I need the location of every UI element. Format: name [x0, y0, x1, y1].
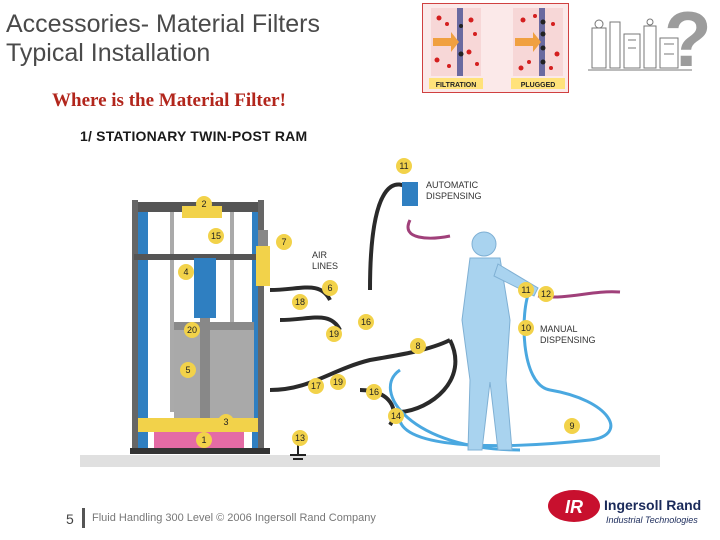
- callout-8: 8: [410, 338, 426, 354]
- svg-text:IR: IR: [565, 497, 583, 517]
- slide-title: Accessories- Material Filters Typical In…: [6, 10, 320, 68]
- callout-12: 12: [538, 286, 554, 302]
- callout-7: 7: [276, 234, 292, 250]
- callout-3: 3: [218, 414, 234, 430]
- page-number: 5: [66, 511, 74, 527]
- callout-14: 14: [388, 408, 404, 424]
- svg-text:7: 7: [281, 237, 286, 247]
- svg-text:19: 19: [333, 377, 343, 387]
- callout-2: 2: [196, 196, 212, 212]
- svg-text:12: 12: [541, 289, 551, 299]
- plugged-label: PLUGGED: [521, 82, 556, 89]
- title-line-2: Typical Installation: [6, 39, 211, 67]
- callout-9: 9: [564, 418, 580, 434]
- equipment-sketch-image: [588, 18, 692, 71]
- air-hoses: [388, 289, 613, 452]
- callout-5: 5: [180, 362, 196, 378]
- svg-text:11: 11: [521, 285, 530, 295]
- callout-6: 6: [322, 280, 338, 296]
- svg-text:15: 15: [211, 231, 221, 241]
- callout-19-lower: 19: [330, 374, 346, 390]
- svg-text:1: 1: [201, 435, 206, 445]
- svg-text:8: 8: [415, 341, 420, 351]
- slide-subtitle: Where is the Material Filter!: [52, 90, 286, 111]
- installation-diagram: AUTOMATIC DISPENSING AIR LINES MANUAL DI…: [80, 158, 660, 467]
- filtration-label: FILTRATION: [436, 82, 477, 89]
- svg-text:2: 2: [201, 199, 206, 209]
- twin-post-ram: [130, 200, 270, 454]
- manual-dispensing-label: DISPENSING: [540, 335, 596, 345]
- diagram-heading: 1/ STATIONARY TWIN-POST RAM: [80, 128, 308, 144]
- callout-10: 10: [518, 320, 534, 336]
- callout-11-top: 11: [396, 158, 412, 174]
- svg-text:18: 18: [295, 297, 305, 307]
- svg-text:20: 20: [187, 325, 197, 335]
- svg-text:13: 13: [295, 433, 305, 443]
- filter-inset-image: FILTRATION PLUGGED: [422, 3, 569, 93]
- manual-label: MANUAL: [540, 324, 578, 334]
- callouts: 1 2 3 4 5 6 7 8 9 10 11 12 13 14 15 16 1…: [178, 158, 580, 448]
- air-label: AIR: [312, 250, 328, 260]
- automatic-dispensing-label: DISPENSING: [426, 191, 482, 201]
- svg-text:14: 14: [391, 411, 401, 421]
- svg-text:6: 6: [327, 283, 332, 293]
- brand-subline: Industrial Technologies: [606, 515, 698, 525]
- callout-4: 4: [178, 264, 194, 280]
- operator-figure: [461, 231, 539, 451]
- svg-text:9: 9: [569, 421, 574, 431]
- svg-text:3: 3: [223, 417, 228, 427]
- ingersoll-rand-logo: IR: [548, 490, 600, 522]
- callout-15: 15: [208, 228, 224, 244]
- automatic-dispensing-gun: [402, 182, 418, 206]
- svg-text:16: 16: [361, 317, 371, 327]
- footer-divider: [82, 508, 85, 528]
- svg-text:5: 5: [185, 365, 190, 375]
- svg-text:4: 4: [183, 267, 188, 277]
- callout-13: 13: [292, 430, 308, 446]
- callout-19-upper: 19: [326, 326, 342, 342]
- svg-text:19: 19: [329, 329, 339, 339]
- automatic-label: AUTOMATIC: [426, 180, 479, 190]
- callout-16-lower: 16: [366, 384, 382, 400]
- footer-text: Fluid Handling 300 Level © 2006 Ingersol…: [92, 512, 376, 524]
- svg-text:10: 10: [521, 323, 531, 333]
- floor: [80, 455, 660, 467]
- callout-20: 20: [184, 322, 200, 338]
- question-mark-icon: ?: [664, 0, 712, 83]
- air-regulator: [256, 230, 270, 286]
- callout-17: 17: [308, 378, 324, 394]
- callout-18: 18: [292, 294, 308, 310]
- svg-text:17: 17: [311, 381, 321, 391]
- brand-name: Ingersoll Rand: [604, 497, 702, 513]
- lines-label: LINES: [312, 261, 338, 271]
- callout-16-upper: 16: [358, 314, 374, 330]
- svg-text:11: 11: [399, 161, 408, 171]
- title-line-1: Accessories- Material Filters: [6, 10, 320, 38]
- ground-icon: [290, 445, 306, 460]
- svg-text:16: 16: [369, 387, 379, 397]
- callout-11-right: 11: [518, 282, 534, 298]
- callout-1: 1: [196, 432, 212, 448]
